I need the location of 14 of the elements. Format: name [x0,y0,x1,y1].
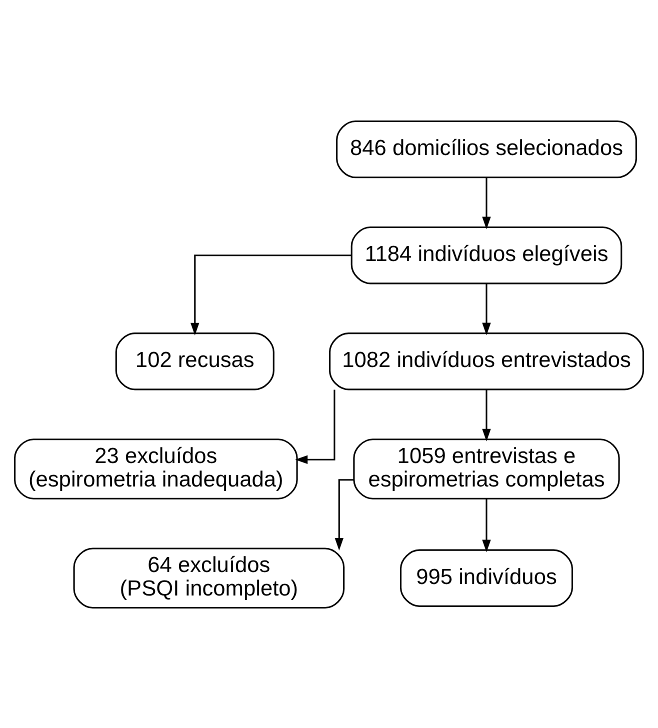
arrow [482,283,491,335]
node-box: 995 indivíduos [400,548,574,606]
node-box: 1184 indivíduos elegíveis [350,226,622,284]
node-box: 1082 indivíduos entrevistados [329,332,644,390]
arrow [482,177,491,229]
arrow [295,389,336,464]
arrow [482,498,491,552]
node-box: 102 recusas [115,332,274,390]
node-box: 64 excluídos (PSQI incompleto) [73,547,345,608]
node-box: 846 domicílios selecionados [336,120,637,178]
node-box: 23 excluídos (espirometria inadequada) [14,438,298,499]
arrow [190,254,352,335]
node-box: 1059 entrevistas e espirometrias completas [353,438,620,499]
arrow [482,389,491,441]
